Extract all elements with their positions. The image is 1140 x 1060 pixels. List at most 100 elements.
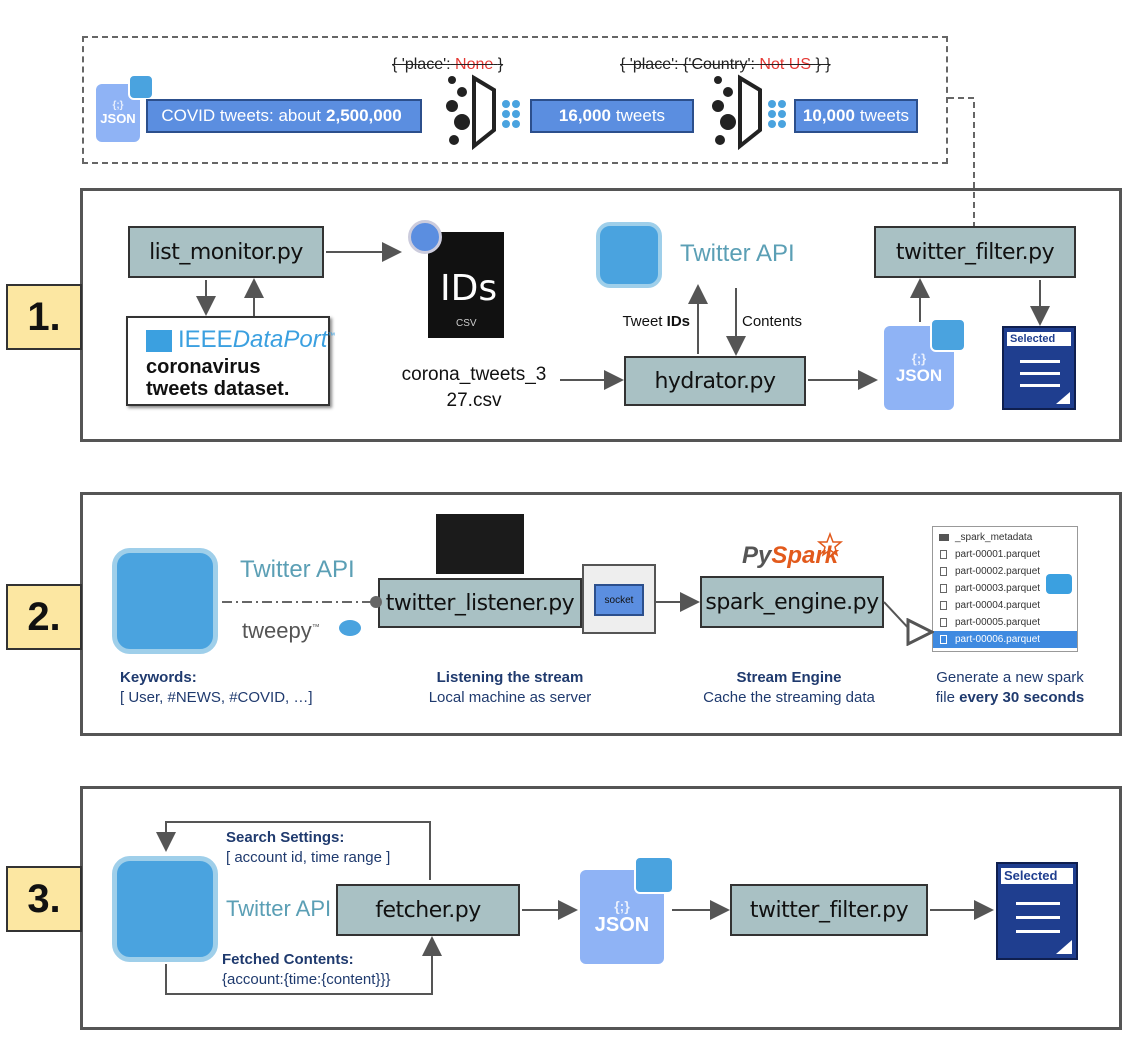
panel3-twitter-filter-box: twitter_filter.py [730, 884, 928, 936]
panel3-selected-line [1016, 930, 1060, 933]
twitter-listener-box: twitter_listener.py [378, 578, 582, 628]
panel1-json-label: JSON [895, 365, 943, 385]
csv-name-line2: 27.csv [446, 390, 502, 411]
file-name: part-00006.parquet [955, 634, 1041, 645]
ieee-brand-b: DataPort [232, 326, 328, 353]
search-value: [ account id, time range ] [226, 849, 391, 866]
tweet-ids-bold: IDs [666, 313, 690, 330]
csv-filename: corona_tweets_3 27.csv [376, 362, 572, 414]
panel2-twitter-api-label: Twitter API [240, 556, 355, 583]
file-name: part-00003.parquet [955, 583, 1041, 594]
parquet-file-row[interactable]: part-00006.parquet [933, 631, 1077, 648]
covid-tweets-bar: COVID tweets: about 2,500,000 [146, 99, 422, 133]
parquet-file-row[interactable]: part-00003.parquet [933, 580, 1077, 597]
folder-icon [939, 534, 949, 541]
fetched-title: Fetched Contents: [222, 951, 354, 968]
fetched-contents-caption: Fetched Contents: {account:{time:{conten… [222, 950, 390, 990]
panel1-selected-line [1020, 372, 1060, 375]
filter1-suffix: } [497, 56, 504, 73]
panel3-twitter-badge-icon [634, 856, 674, 894]
json-label: JSON [100, 111, 136, 126]
count2-bar: 10,000 tweets [794, 99, 918, 133]
filter1-condition: { 'place': None } [392, 56, 503, 74]
clock-icon [408, 220, 442, 254]
generate-line2: file every 30 seconds [910, 688, 1110, 708]
generate-caption: Generate a new spark file every 30 secon… [910, 668, 1110, 708]
file-name: part-00001.parquet [955, 549, 1041, 560]
filelist-twitter-icon [1046, 574, 1072, 594]
filter2-condition: { 'place': {'Country': Not US } } [620, 56, 831, 74]
file-icon [940, 584, 947, 593]
listen-title: Listening the stream [436, 669, 584, 686]
json-file-icon: {;} JSON [96, 84, 140, 142]
twitter-logo-icon [596, 222, 662, 288]
hydrator-box: hydrator.py [624, 356, 806, 406]
panel1-selected-icon: Selected [1002, 326, 1076, 410]
panel3-selected-line [1016, 916, 1060, 919]
parquet-file-row[interactable]: part-00005.parquet [933, 614, 1077, 631]
parquet-file-row[interactable]: part-00002.parquet [933, 563, 1077, 580]
filter2-value: Not US [759, 56, 811, 73]
engine-title: Stream Engine [736, 669, 842, 686]
file-name: part-00005.parquet [955, 617, 1041, 628]
tweepy-text: tweepy [242, 618, 312, 643]
generate-line1: Generate a new spark [936, 669, 1084, 686]
panel2-twitter-logo-icon [112, 548, 218, 654]
ieee-line1: coronavirus [146, 356, 261, 378]
stream-endpoint [370, 596, 382, 608]
folder-row[interactable]: _spark_metadata [933, 529, 1077, 546]
count1-value: 16,000 [558, 106, 611, 125]
filter-funnel-icon-1 [446, 74, 520, 151]
tweet-ids-label: Tweet IDs [600, 312, 690, 332]
fetcher-box: fetcher.py [336, 884, 520, 936]
filter1-value: None [455, 56, 494, 73]
parquet-file-row[interactable]: part-00001.parquet [933, 546, 1077, 563]
step-number-2: 2. [6, 584, 82, 650]
covid-prefix: COVID tweets: about [161, 106, 322, 125]
keywords-list: [ User, #NEWS, #COVID, …] [120, 689, 313, 706]
file-name: part-00004.parquet [955, 600, 1041, 611]
pyspark-logo: PySpark [742, 542, 838, 570]
ieee-twitter-icon [146, 330, 172, 352]
tweepy-bird-icon [339, 620, 361, 636]
keywords-caption: Keywords: [ User, #NEWS, #COVID, …] [120, 668, 313, 708]
file-icon [940, 601, 947, 610]
panel3-json-label: JSON [594, 913, 650, 936]
panel3-json-braces: {;} [614, 897, 630, 914]
file-name: _spark_metadata [955, 532, 1033, 543]
panel3-twitter-logo-icon [112, 856, 218, 962]
socket-plug: socket [594, 584, 644, 616]
search-title: Search Settings: [226, 829, 345, 846]
dashed-connector [948, 97, 975, 226]
engine-caption: Stream Engine Cache the streaming data [680, 668, 898, 708]
file-icon [940, 567, 947, 576]
twitter-badge-icon [128, 74, 154, 100]
pyspark-star-icon [816, 531, 844, 557]
file-name: part-00002.parquet [955, 566, 1041, 577]
ieee-brand: IEEEDataPort™ [178, 326, 335, 354]
search-settings-caption: Search Settings: [ account id, time rang… [226, 828, 390, 868]
ieee-tm: ™ [327, 331, 336, 340]
arrow-search-loop [156, 821, 431, 880]
step-number-1: 1. [6, 284, 82, 350]
count1-suffix: tweets [615, 106, 666, 125]
tweepy-tm: ™ [311, 622, 320, 632]
count1-bar: 16,000 tweets [530, 99, 694, 133]
parquet-file-row[interactable]: part-00004.parquet [933, 597, 1077, 614]
listen-caption: Listening the stream Local machine as se… [404, 668, 616, 708]
arrow-spark-to-files [883, 601, 930, 632]
socket-icon: socket [582, 564, 656, 634]
panel3-twitter-api-label: Twitter API [226, 896, 332, 921]
csv-ext-label: CSV [456, 318, 477, 329]
tweepy-logo: tweepy™ [242, 618, 320, 644]
ieee-dataport-logo: IEEEDataPort™ coronavirus tweets dataset… [126, 316, 335, 406]
tweet-ids-prefix: Tweet [622, 313, 663, 330]
file-icon [940, 635, 947, 644]
csv-ids-label: IDs [440, 268, 498, 309]
pyspark-b: Spark [771, 542, 839, 569]
list-monitor-box: list_monitor.py [128, 226, 324, 278]
json-braces: {;} [112, 100, 124, 111]
panel1-twitter-badge-icon [930, 318, 966, 352]
panel3-selected-line [1016, 902, 1060, 905]
